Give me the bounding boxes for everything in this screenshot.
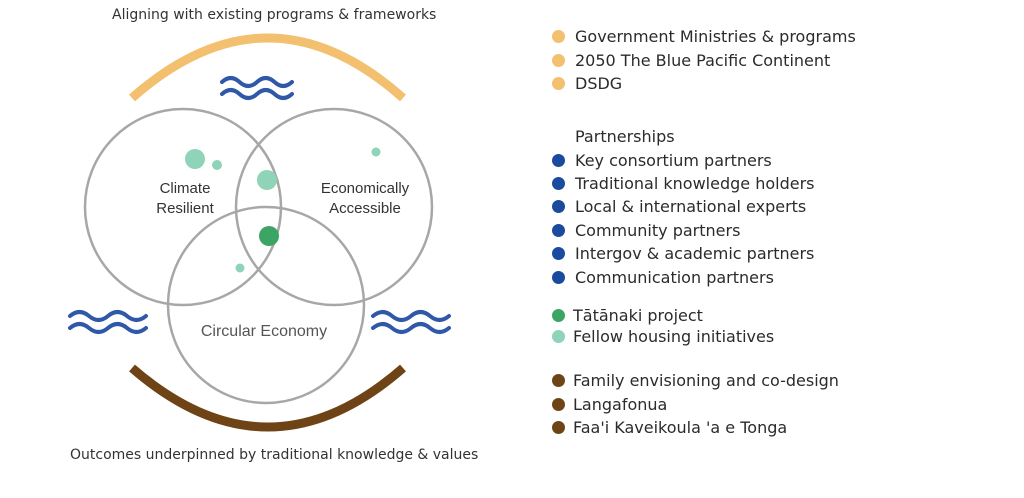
green-dot-center [259,226,279,246]
navy-dot-icon [552,270,565,284]
legend-group-projects: Tātānaki project Fellow housing initiati… [552,305,774,347]
navy-dot-icon [552,200,565,214]
legend-label: Intergov & academic partners [575,244,815,264]
legend-group-traditional: Family envisioning and co-design Langafo… [552,369,839,439]
navy-dot-icon [552,247,565,261]
brown-dot-icon [552,374,565,388]
green-dot-icon [552,309,565,322]
navy-dot-icon [552,223,565,237]
navy-dot-icon [552,153,565,167]
legend-item: 2050 The Blue Pacific Continent [552,48,856,71]
legend-label: Communication partners [575,267,774,287]
legend-label: Family envisioning and co-design [573,371,839,391]
mint-dot-lower [235,263,245,273]
wave-icon-right [371,310,451,334]
mint-dot-large [185,149,205,169]
legend-label: Government Ministries & programs [575,27,856,47]
legend-label: 2050 The Blue Pacific Continent [575,50,831,70]
circle-economically-accessible [234,107,434,307]
legend-item: Faa'i Kaveikoula 'a e Tonga [552,416,839,439]
label-climate-line2: Resilient [156,200,214,217]
partnerships-heading: Partnerships [575,127,675,147]
caption-top: Aligning with existing programs & framew… [112,7,437,23]
legend-item: Communication partners [552,265,815,288]
legend-item: Intergov & academic partners [552,242,815,265]
bottom-brown-arc [129,364,406,432]
legend-label: Local & international experts [575,197,807,217]
legend-label: Faa'i Kaveikoula 'a e Tonga [573,417,788,437]
legend-label: Key consortium partners [575,150,772,170]
orange-dot-icon [552,76,565,90]
label-economic-line1: Economically [321,180,410,197]
legend-group-partnerships: Partnerships Key consortium partners Tra… [552,125,815,289]
legend-item: Key consortium partners [552,148,815,171]
legend-label: Tātānaki project [573,306,703,325]
legend-item: Local & international experts [552,195,815,218]
legend-item: Langafonua [552,392,839,415]
legend-item: Fellow housing initiatives [552,326,774,347]
top-orange-arc [129,33,406,102]
mint-dot-small [212,160,222,170]
legend-item: Community partners [552,219,815,242]
mint-dot-center [257,170,277,190]
label-climate-line1: Climate [160,180,211,197]
legend-item: Tātānaki project [552,305,774,326]
legend-label: Community partners [575,220,741,240]
legend-label: Fellow housing initiatives [573,327,775,346]
caption-bottom: Outcomes underpinned by traditional know… [70,447,479,463]
orange-dot-icon [552,30,565,44]
legend-item: Family envisioning and co-design [552,369,839,392]
legend-label: DSDG [575,73,623,93]
wave-icon-left [68,310,148,334]
circle-circular-economy [166,205,366,405]
legend-item: DSDG [552,72,856,95]
brown-dot-icon [552,397,565,411]
label-circular-economy: Circular Economy [201,323,327,340]
brown-dot-icon [552,420,565,434]
legend-label: Langafonua [573,394,668,414]
navy-dot-icon [552,176,565,190]
wave-icon-top [220,76,294,100]
mint-dot-icon [552,330,565,343]
legend-group-frameworks: Government Ministries & programs 2050 Th… [552,25,856,95]
label-economic-line2: Accessible [329,200,401,217]
venn-diagram: Climate Resilient Economically Accessibl… [68,33,451,432]
legend-label: Traditional knowledge holders [575,173,815,193]
legend-item: Traditional knowledge holders [552,172,815,195]
mint-dot-right [371,147,381,157]
legend-item: Government Ministries & programs [552,25,856,48]
orange-dot-icon [552,53,565,67]
